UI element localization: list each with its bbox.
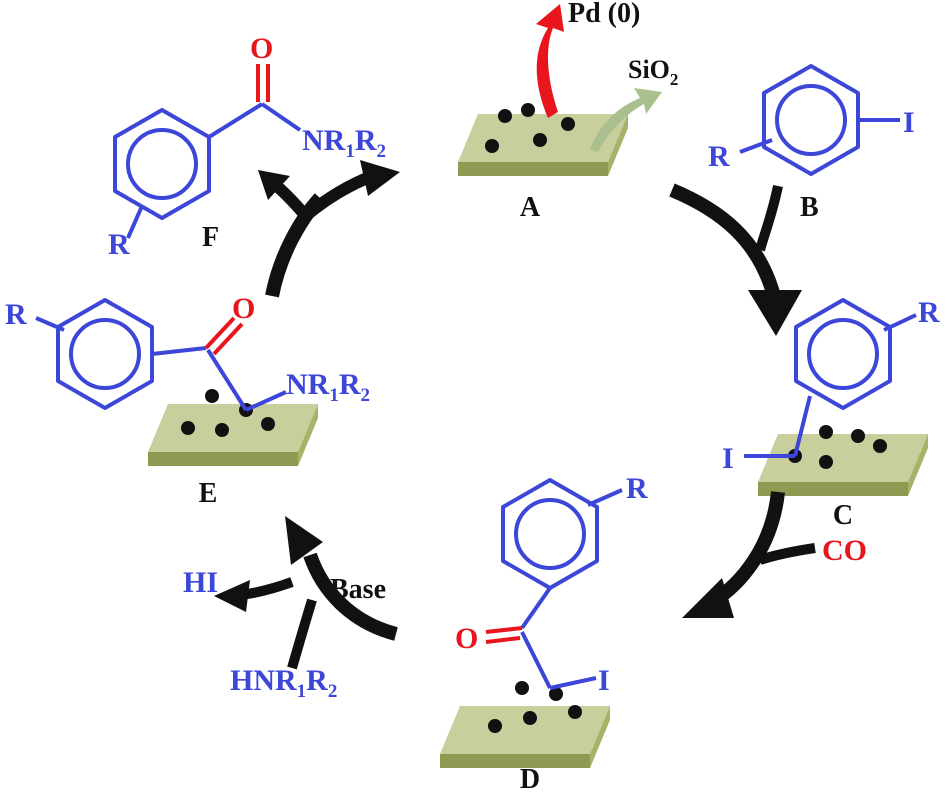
silica-support-e bbox=[148, 404, 318, 466]
sio2-label: SiO2 bbox=[628, 55, 678, 89]
co-reagent: CO bbox=[822, 534, 867, 567]
hi-byproduct: HI bbox=[183, 566, 218, 599]
substituent-f: R bbox=[108, 228, 130, 261]
stage-a: Pd (0) SiO2 A bbox=[458, 0, 678, 223]
carbonyl-oxygen-f: O bbox=[250, 32, 273, 65]
substituent-e: R bbox=[5, 298, 27, 331]
stage-b: I R B bbox=[708, 64, 915, 223]
label-c: C bbox=[833, 500, 853, 531]
arrow-amine-in bbox=[287, 598, 317, 670]
label-e: E bbox=[199, 478, 218, 509]
pd-particles-a bbox=[485, 103, 575, 153]
amine-group-e: NR1R2 bbox=[286, 368, 370, 406]
pd0-label: Pd (0) bbox=[568, 0, 640, 29]
stage-d: R O I D CO bbox=[440, 472, 867, 795]
pd-release-arrow bbox=[536, 4, 564, 118]
label-a: A bbox=[520, 192, 541, 223]
iodide-d: I bbox=[598, 664, 610, 697]
stage-c: R I C bbox=[722, 296, 940, 531]
amide-group-f: NR1R2 bbox=[302, 124, 386, 162]
pd-particles-d bbox=[488, 681, 582, 733]
iodide-b: I bbox=[903, 106, 915, 139]
cycle-arrows bbox=[214, 160, 816, 670]
carbonyl-oxygen-e: O bbox=[232, 292, 255, 325]
silica-support-c bbox=[758, 434, 928, 496]
label-f: F bbox=[202, 222, 219, 253]
benzene-ring-b bbox=[762, 64, 860, 176]
stage-e: R O NR1R2 E bbox=[5, 292, 370, 509]
substituent-b: R bbox=[708, 140, 730, 173]
silica-arrow bbox=[590, 88, 662, 152]
label-d: D bbox=[520, 764, 540, 795]
arrow-d-to-e bbox=[303, 552, 398, 641]
stage-f: O NR1R2 R F bbox=[108, 32, 386, 261]
amine-reagent: HNR1R2 bbox=[230, 664, 337, 702]
amine-step-labels: HI Base HNR1R2 bbox=[183, 566, 386, 702]
iodide-c: I bbox=[722, 442, 734, 475]
arrow-a-to-c bbox=[669, 183, 782, 302]
carbonyl-oxygen-d: O bbox=[455, 622, 478, 655]
substituent-c: R bbox=[918, 296, 940, 329]
label-b: B bbox=[800, 192, 819, 223]
substituent-d: R bbox=[626, 472, 648, 505]
pd-particles-c bbox=[788, 425, 887, 469]
